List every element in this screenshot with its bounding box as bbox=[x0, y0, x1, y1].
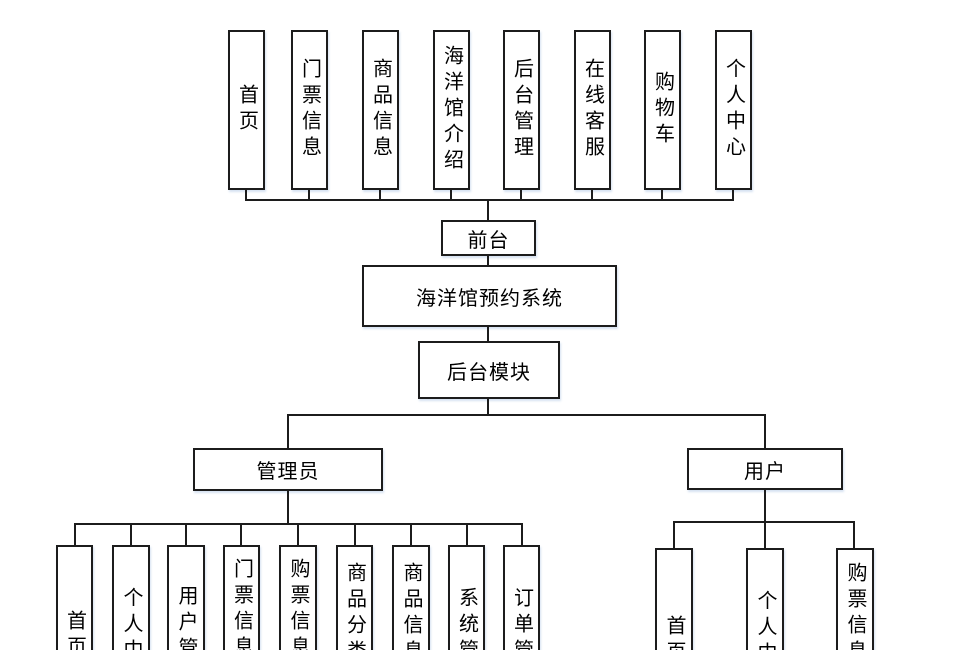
system-root-label: 海洋馆预约系统 bbox=[416, 287, 563, 310]
front-module-online-service: 在线客服 bbox=[574, 30, 611, 190]
user-module-home: 首页 bbox=[655, 548, 693, 650]
connector-line bbox=[487, 256, 489, 265]
admin-node-label: 管理员 bbox=[256, 461, 320, 483]
connector-stub bbox=[308, 190, 310, 201]
connector-line bbox=[764, 414, 766, 448]
connector-stub bbox=[764, 521, 766, 548]
connector-stub bbox=[379, 190, 381, 201]
admin-module-goods-category: 商品分类 bbox=[336, 545, 373, 650]
front-module-personal-center: 个人中心 bbox=[715, 30, 752, 190]
admin-module-ticket-purchase-info: 购票信息 bbox=[279, 545, 317, 650]
front-module-aquarium-intro: 海洋馆介绍 bbox=[433, 30, 470, 190]
connector-line bbox=[764, 490, 766, 521]
admin-module-personal-center-label: 个人中 bbox=[120, 587, 142, 650]
front-module-shopping-cart-label: 购物车 bbox=[651, 71, 674, 149]
front-module-home: 首页 bbox=[228, 30, 265, 190]
admin-node: 管理员 bbox=[193, 448, 383, 491]
front-desk-label: 前台 bbox=[467, 229, 510, 252]
connector-stub bbox=[74, 523, 76, 545]
admin-module-goods-info: 商品信息 bbox=[392, 545, 430, 650]
admin-module-home: 首页 bbox=[56, 545, 93, 650]
front-module-goods-info: 商品信息 bbox=[362, 30, 399, 190]
connector-line bbox=[287, 414, 289, 448]
user-module-ticket-purchase-info: 购票信息 bbox=[836, 548, 874, 650]
system-root-node: 海洋馆预约系统 bbox=[362, 265, 617, 327]
front-module-home-label: 首页 bbox=[235, 84, 258, 136]
front-module-personal-center-label: 个人中心 bbox=[722, 58, 745, 162]
admin-module-system-management: 系统管 bbox=[448, 545, 485, 650]
front-module-ticket-info-label: 门票信息 bbox=[298, 58, 321, 162]
connector-stub bbox=[410, 523, 412, 545]
admin-module-system-management-label: 系统管 bbox=[455, 587, 478, 650]
admin-module-home-label: 首页 bbox=[63, 610, 86, 650]
admin-module-ticket-info-label: 门票信息 bbox=[230, 558, 253, 650]
admin-module-user-management: 用户管 bbox=[167, 545, 205, 650]
connector-branch-bus bbox=[287, 414, 766, 416]
backend-module-label: 后台模块 bbox=[447, 361, 531, 384]
front-module-ticket-info: 门票信息 bbox=[291, 30, 328, 190]
user-module-personal-center: 个人中 bbox=[746, 548, 784, 650]
connector-line bbox=[287, 491, 289, 523]
front-module-backend-management: 后台管理 bbox=[503, 30, 540, 190]
connector-line bbox=[487, 201, 489, 220]
admin-module-personal-center: 个人中 bbox=[112, 545, 150, 650]
admin-module-order-management-label: 订单管 bbox=[510, 587, 533, 650]
connector-stub bbox=[450, 190, 452, 201]
connector-stub bbox=[521, 523, 523, 545]
user-module-personal-center-label: 个人中 bbox=[754, 590, 776, 650]
user-module-ticket-purchase-info-label: 购票信息 bbox=[844, 562, 866, 650]
connector-stub bbox=[354, 523, 356, 545]
front-module-backend-management-label: 后台管理 bbox=[510, 58, 533, 162]
front-module-goods-info-label: 商品信息 bbox=[369, 58, 392, 162]
front-module-shopping-cart: 购物车 bbox=[644, 30, 681, 190]
connector-stub bbox=[661, 190, 663, 201]
connector-stub bbox=[673, 521, 675, 548]
connector-stub bbox=[520, 190, 522, 201]
connector-top-bus bbox=[245, 199, 734, 201]
connector-stub bbox=[245, 190, 247, 201]
front-module-online-service-label: 在线客服 bbox=[581, 58, 604, 162]
connector-stub bbox=[591, 190, 593, 201]
connector-line bbox=[487, 399, 489, 416]
connector-stub bbox=[297, 523, 299, 545]
admin-module-user-management-label: 用户管 bbox=[175, 585, 197, 650]
admin-module-ticket-purchase-info-label: 购票信息 bbox=[287, 558, 309, 650]
user-node-label: 用户 bbox=[744, 460, 786, 483]
connector-stub bbox=[466, 523, 468, 545]
connector-stub bbox=[853, 521, 855, 548]
user-node: 用户 bbox=[687, 448, 843, 490]
connector-stub bbox=[732, 190, 734, 201]
connector-line bbox=[487, 327, 489, 341]
connector-stub bbox=[185, 523, 187, 545]
front-module-aquarium-intro-label: 海洋馆介绍 bbox=[440, 45, 463, 175]
connector-stub bbox=[130, 523, 132, 545]
admin-module-goods-info-label: 商品信息 bbox=[400, 562, 422, 650]
backend-module-node: 后台模块 bbox=[418, 341, 560, 399]
user-module-home-label: 首页 bbox=[663, 615, 685, 650]
connector-stub bbox=[240, 523, 242, 545]
admin-module-order-management: 订单管 bbox=[503, 545, 540, 650]
front-desk-node: 前台 bbox=[441, 220, 536, 256]
admin-module-goods-category-label: 商品分类 bbox=[343, 562, 366, 650]
admin-module-ticket-info: 门票信息 bbox=[223, 545, 260, 650]
